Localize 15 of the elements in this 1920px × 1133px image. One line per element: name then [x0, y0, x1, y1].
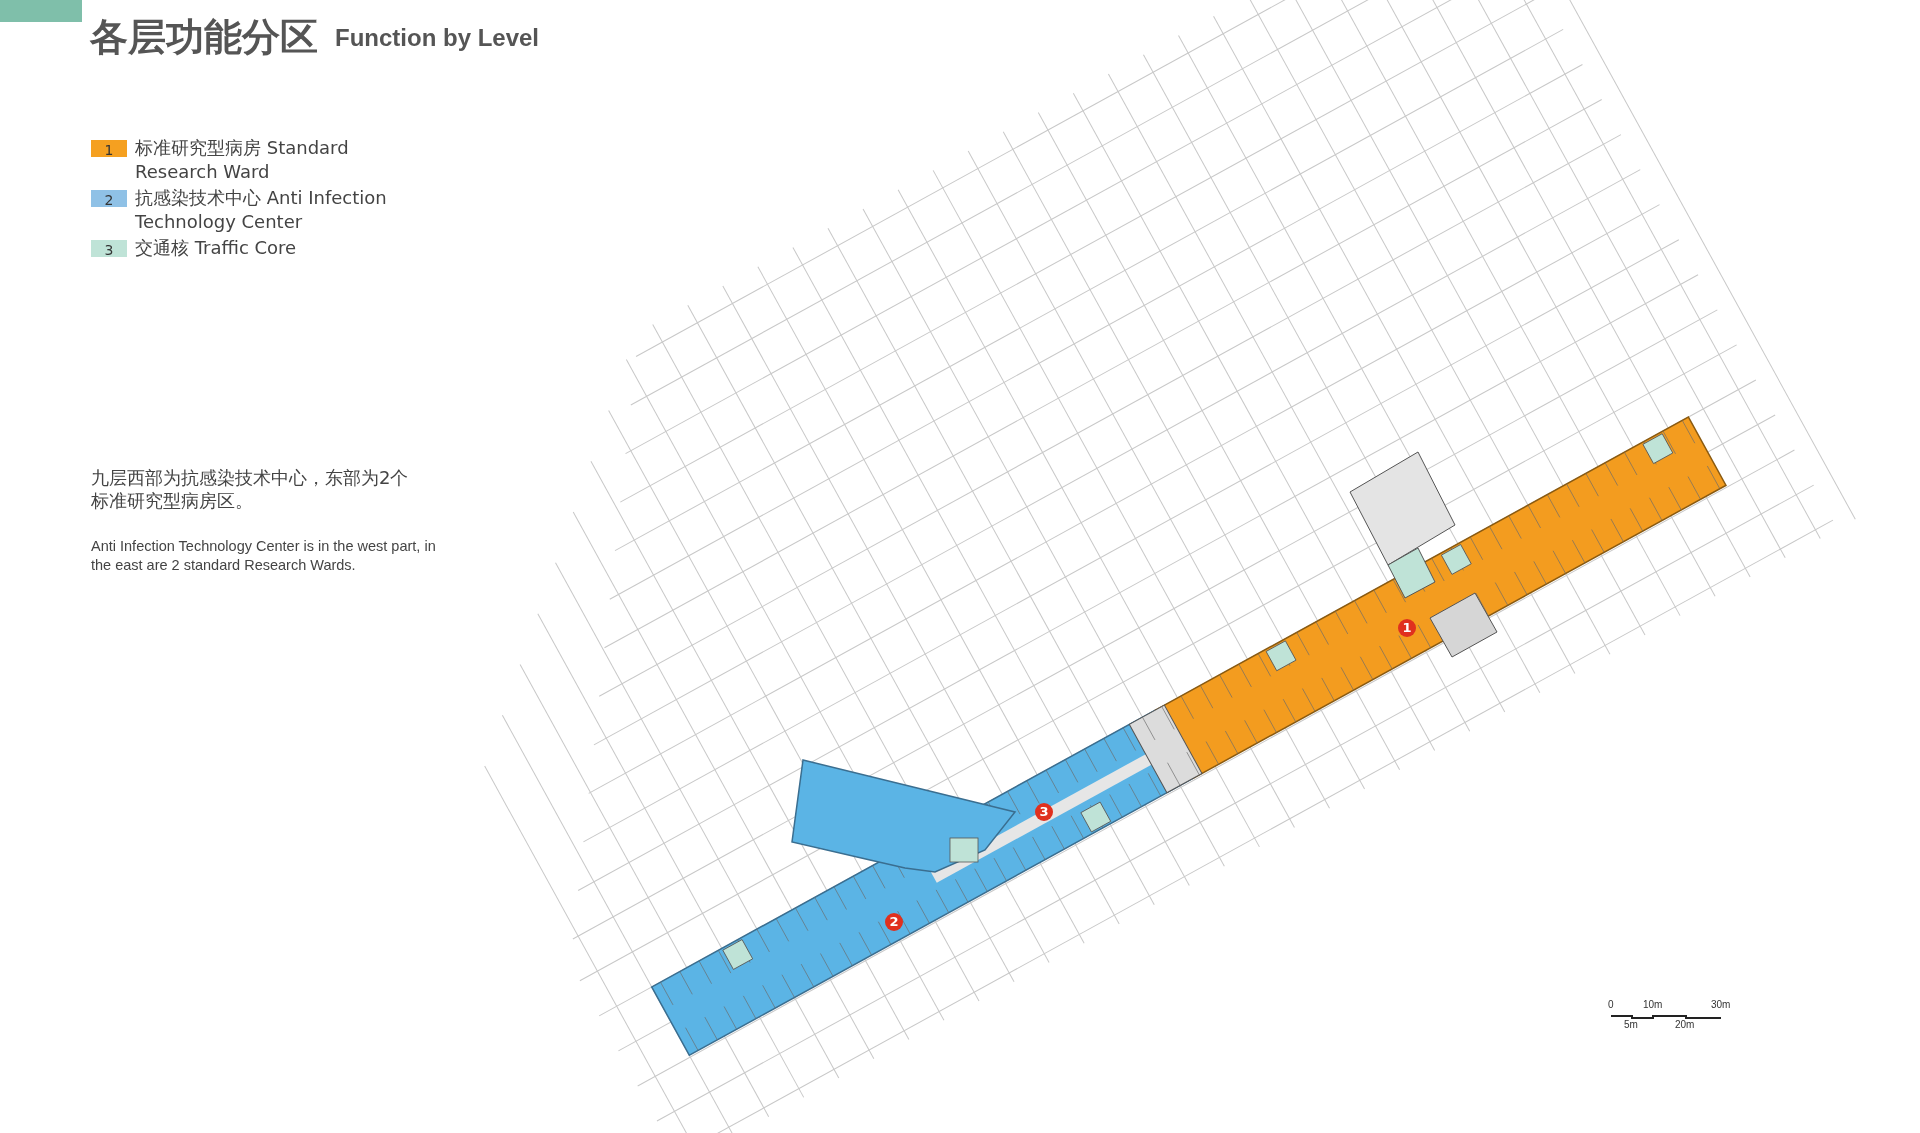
- subtitle: Function by Level: [335, 24, 540, 52]
- scale-label: 20m: [1675, 1019, 1695, 1030]
- description-text: 九层西部为抗感染技术中心，东部为2个标准研究型病房区。: [91, 466, 410, 512]
- title: 各层功能分区: [90, 14, 318, 61]
- description-text: Anti Infection Technology Center is in the west part, in the east are 2 standard Research Wards.: [91, 537, 436, 575]
- legend-text: 抗感染技术中心 Anti Infection Technology Center: [135, 186, 388, 234]
- legend-number: 2: [104, 192, 114, 208]
- legend-number: 3: [104, 242, 114, 258]
- legend-number: 1: [104, 142, 114, 158]
- legend-text: 标准研究型病房 Standard Research Ward: [135, 136, 350, 184]
- scale-label: 5m: [1624, 1019, 1638, 1030]
- scale-label: 0: [1608, 999, 1614, 1010]
- scale-label: 10m: [1643, 999, 1663, 1010]
- scale-label: 30m: [1711, 999, 1731, 1010]
- legend-text: 交通核 Traffic Core: [135, 236, 297, 260]
